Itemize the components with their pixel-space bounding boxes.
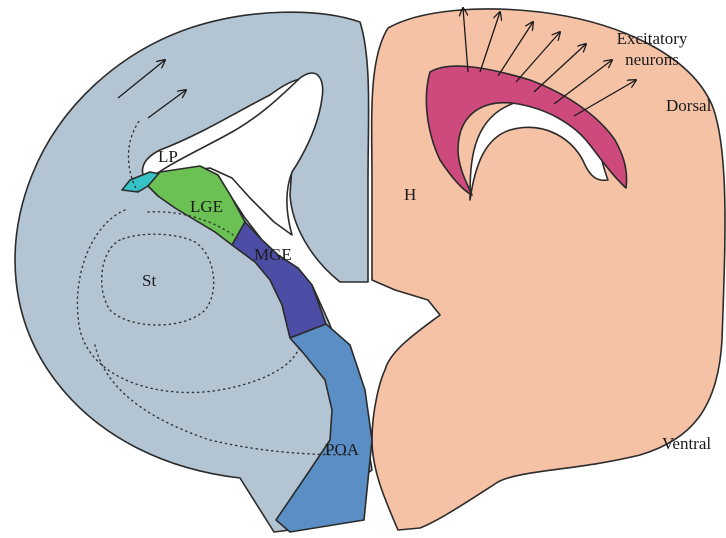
mge-label: MGE — [254, 245, 292, 264]
ventral-label: Ventral — [662, 434, 711, 453]
dorsal-label: Dorsal — [666, 96, 712, 115]
lge-label: LGE — [190, 197, 223, 216]
excitatory-label-line2: neurons — [625, 50, 679, 69]
lp-label: LP — [158, 147, 178, 166]
st-label: St — [142, 271, 156, 290]
h-label: H — [404, 185, 416, 204]
excitatory-label-line1: Excitatory — [617, 29, 688, 48]
poa-label: POA — [325, 440, 360, 459]
